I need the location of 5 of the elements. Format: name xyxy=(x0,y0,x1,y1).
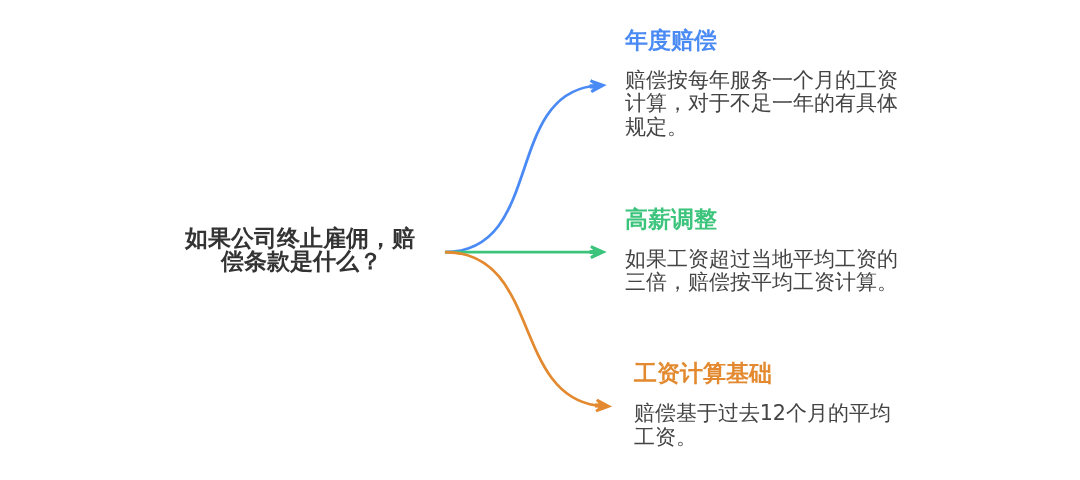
node-text: 年度赔偿 赔偿按每年服务一个月的工资计算，对于不足一年的有具体规定。 xyxy=(625,25,899,139)
node-text: 工资计算基础 赔偿基于过去12个月的平均工资。 xyxy=(633,359,891,449)
node-text: 高薪调整 如果工资超过当地平均工资的三倍，赔偿按平均工资计算。 xyxy=(625,204,899,295)
node-text: 如果公司终止雇佣，赔偿条款是什么？ xyxy=(185,223,416,276)
arrow xyxy=(444,250,611,413)
